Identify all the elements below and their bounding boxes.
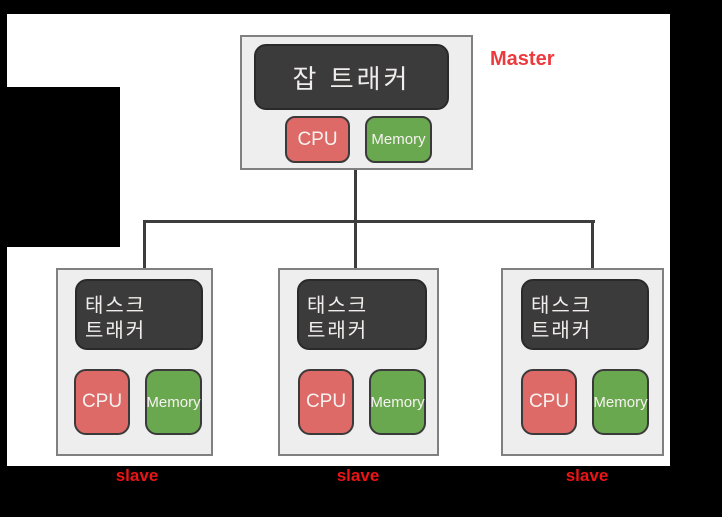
- worker-3-title-line2: 트래커: [531, 320, 593, 342]
- worker-3-cpu-chip: CPU: [521, 369, 577, 435]
- master-title: 잡 트래커: [292, 63, 411, 94]
- black-mask-bottom: [0, 466, 722, 517]
- connector-horizontal-bus: [143, 220, 595, 223]
- black-mask-right-column: [670, 14, 722, 517]
- black-mask-top: [0, 0, 722, 14]
- worker-2-title-line2: 트래커: [307, 320, 369, 342]
- worker-1-memory-chip: Memory: [145, 369, 202, 435]
- connector-drop-worker-1: [143, 221, 146, 268]
- connector-master-vertical: [354, 170, 357, 222]
- worker-2-cpu-label: CPU: [305, 391, 347, 412]
- worker-3-memory-chip: Memory: [592, 369, 649, 435]
- worker-2-cpu-chip: CPU: [298, 369, 354, 435]
- master-memory-label: Memory: [371, 131, 426, 148]
- worker-2-title-line1: 태스크: [307, 295, 369, 317]
- worker-2-title-block: 태스크 트래커: [297, 279, 427, 350]
- worker-2-memory-chip: Memory: [369, 369, 426, 435]
- master-title-block: 잡 트래커: [254, 44, 449, 110]
- slave-annotation-2: slave: [336, 466, 380, 485]
- worker-1-title-line2: 트래커: [85, 320, 147, 342]
- master-cpu-label: CPU: [297, 128, 338, 150]
- slave-annotation-1: slave: [115, 466, 159, 485]
- worker-node-3: 태스크 트래커 CPU Memory: [501, 268, 664, 456]
- worker-1-cpu-chip: CPU: [74, 369, 130, 435]
- worker-1-memory-label: Memory: [146, 393, 201, 411]
- worker-node-1: 태스크 트래커 CPU Memory: [56, 268, 213, 456]
- connector-drop-worker-3: [591, 221, 594, 268]
- master-cpu-chip: CPU: [285, 116, 350, 163]
- black-mask-left-block: [0, 87, 120, 247]
- master-annotation: Master: [490, 48, 555, 70]
- connector-drop-worker-2: [354, 221, 357, 268]
- worker-1-title-line1: 태스크: [85, 295, 147, 317]
- worker-3-title-block: 태스크 트래커: [521, 279, 649, 350]
- worker-3-title-line1: 태스크: [531, 295, 593, 317]
- worker-3-memory-label: Memory: [593, 393, 648, 411]
- master-node: 잡 트래커 CPU Memory: [240, 35, 473, 170]
- slave-annotation-3: slave: [565, 466, 609, 485]
- worker-node-2: 태스크 트래커 CPU Memory: [278, 268, 439, 456]
- worker-1-cpu-label: CPU: [81, 391, 123, 412]
- worker-2-memory-label: Memory: [370, 393, 425, 411]
- black-mask-left-column: [0, 14, 7, 517]
- worker-3-cpu-label: CPU: [528, 391, 570, 412]
- worker-1-title-block: 태스크 트래커: [75, 279, 203, 350]
- master-memory-chip: Memory: [365, 116, 432, 163]
